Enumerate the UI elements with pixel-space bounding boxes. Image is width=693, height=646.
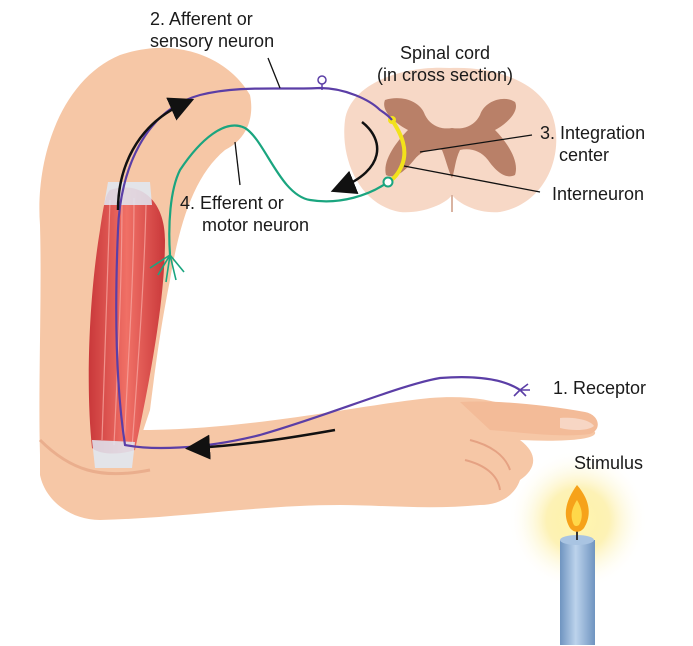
efferent-cell-body	[384, 178, 393, 187]
receptor-endings	[514, 384, 530, 396]
dorsal-root-ganglion	[318, 76, 326, 84]
spinal-cord-label-line1: Spinal cord	[355, 42, 535, 64]
afferent-label: 2. Afferent or sensory neuron	[150, 8, 274, 52]
spinal-cord-label: Spinal cord (in cross section)	[355, 42, 535, 86]
candle	[508, 450, 648, 645]
receptor-label: 1. Receptor	[553, 377, 646, 399]
integration-center-label: 3. Integration center	[540, 122, 645, 166]
leader-efferent	[235, 142, 240, 185]
efferent-label-line2: motor neuron	[180, 214, 309, 236]
candle-body	[560, 540, 595, 645]
afferent-label-line2: sensory neuron	[150, 30, 274, 52]
integration-label-line2: center	[540, 144, 645, 166]
tendon-top	[104, 182, 152, 205]
afferent-label-line1: 2. Afferent or	[150, 8, 274, 30]
efferent-label-line1: 4. Efferent or	[180, 192, 309, 214]
leader-afferent	[268, 58, 280, 88]
efferent-label: 4. Efferent or motor neuron	[180, 192, 309, 236]
spinal-cord-label-line2: (in cross section)	[355, 64, 535, 86]
tendon-bottom	[92, 440, 135, 468]
integration-label-line1: 3. Integration	[540, 122, 645, 144]
stimulus-label: Stimulus	[574, 452, 643, 474]
interneuron-label: Interneuron	[552, 183, 644, 205]
